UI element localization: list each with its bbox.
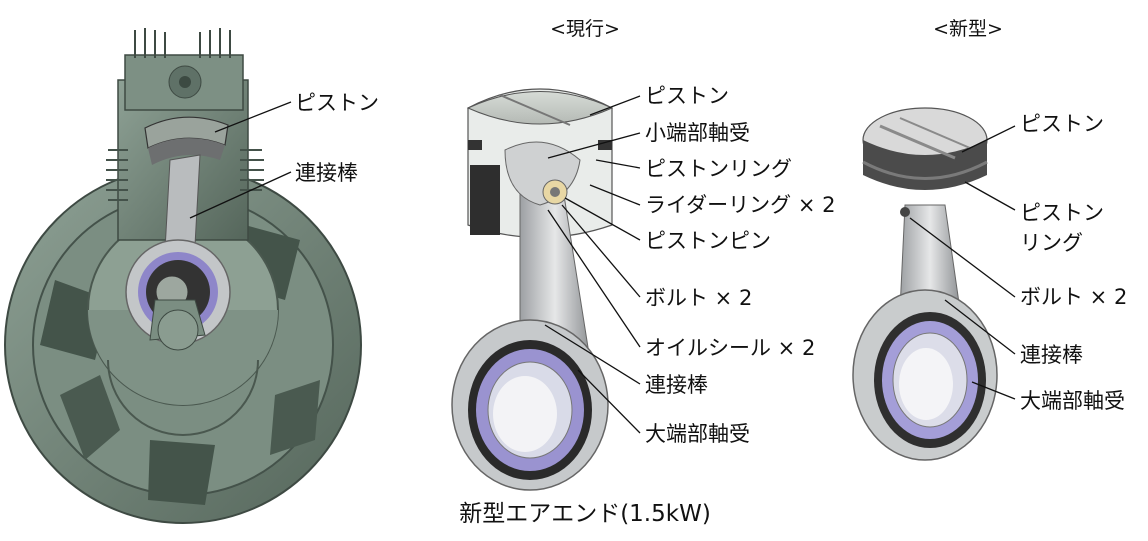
cur-label-big-end-bearing: 大端部軸受 xyxy=(645,422,750,446)
new-label-connecting-rod: 連接棒 xyxy=(1020,343,1083,367)
new-label-piston-ring-2: リング xyxy=(1020,231,1083,255)
cur-label-bolt: ボルト × 2 xyxy=(645,286,752,310)
new-model-illustration xyxy=(852,107,998,461)
cur-label-piston-ring: ピストンリング xyxy=(645,157,792,181)
new-label-bolt: ボルト × 2 xyxy=(1020,285,1127,309)
left-label-piston: ピストン xyxy=(295,91,379,115)
leader-left-piston xyxy=(214,101,292,133)
cur-label-rider-ring: ライダーリング × 2 xyxy=(645,193,835,217)
header-current: <現行> xyxy=(550,18,620,40)
cur-label-oil-seal: オイルシール × 2 xyxy=(645,336,815,360)
air-end-illustration xyxy=(4,28,362,524)
left-label-connecting-rod: 連接棒 xyxy=(295,161,358,185)
leader-left-rod xyxy=(189,171,292,219)
new-label-piston: ピストン xyxy=(1020,112,1104,136)
current-model-illustration xyxy=(451,88,614,491)
cur-label-piston-pin: ピストンピン xyxy=(645,229,771,253)
new-label-big-end-bearing: 大端部軸受 xyxy=(1020,389,1125,413)
figure-caption: 新型エアエンド(1.5kW) xyxy=(459,501,711,527)
cur-label-piston: ピストン xyxy=(645,84,729,108)
header-new: <新型> xyxy=(933,18,1003,40)
cur-label-small-end-bearing: 小端部軸受 xyxy=(645,121,750,145)
current-leaders xyxy=(544,95,641,434)
cur-label-connecting-rod: 連接棒 xyxy=(645,373,708,397)
new-leaders xyxy=(909,125,1016,400)
new-label-piston-ring-1: ピストン xyxy=(1020,201,1104,225)
